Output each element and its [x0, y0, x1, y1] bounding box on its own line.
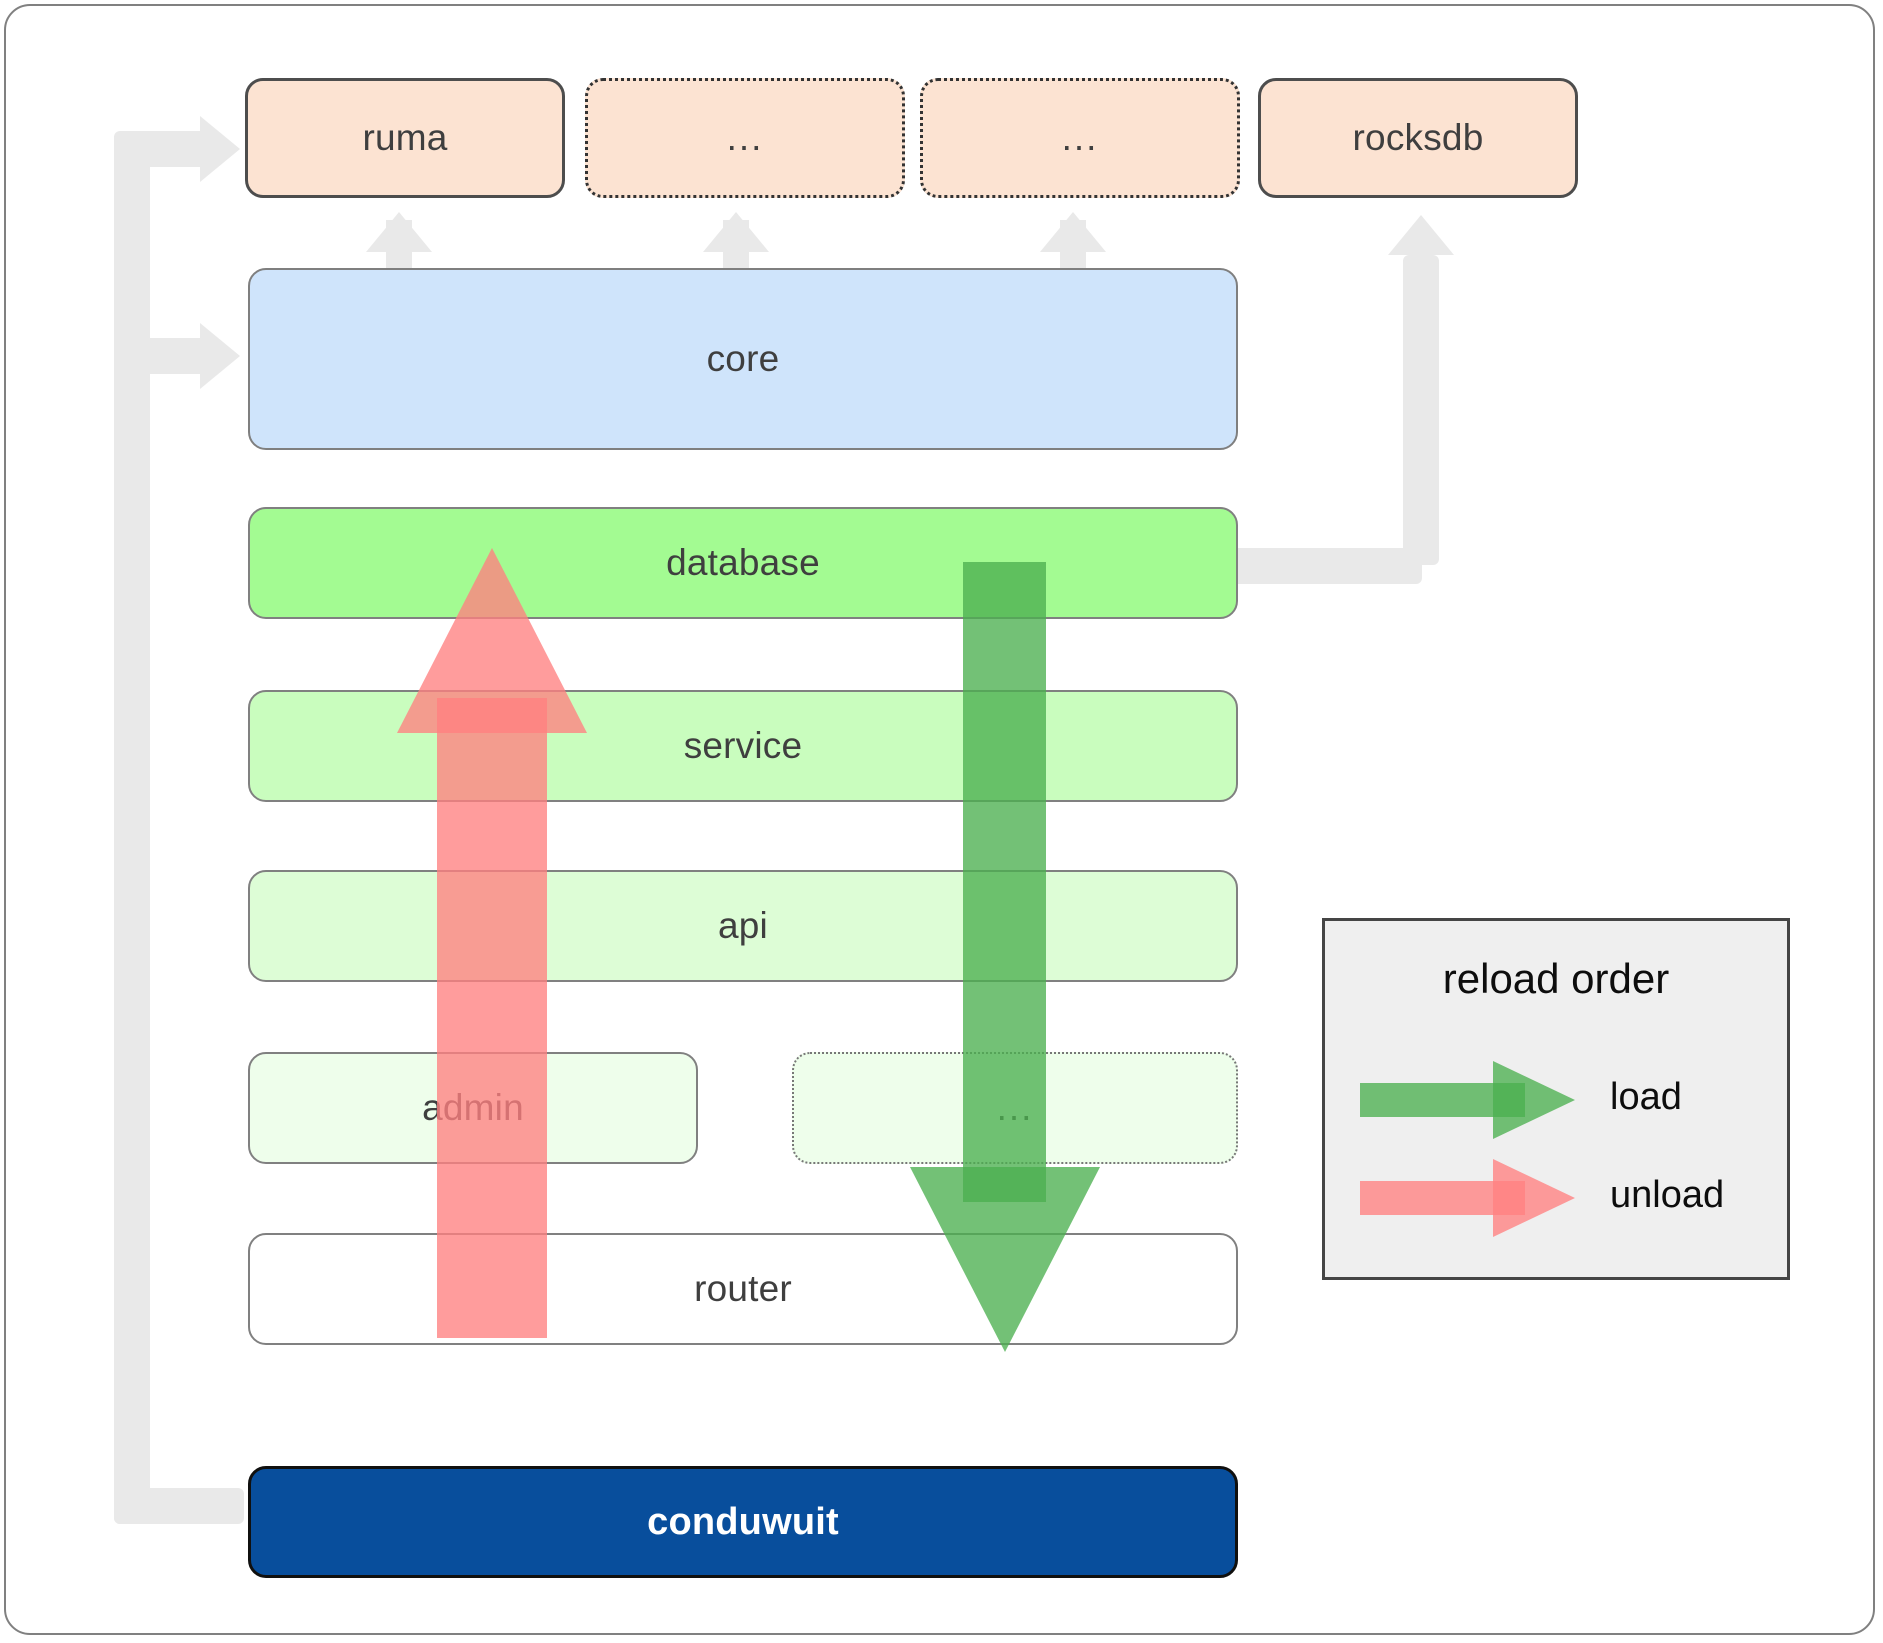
node-dependency-placeholder-1[interactable]: ... [585, 78, 905, 198]
node-ruma-label: ruma [362, 117, 448, 158]
flow-arrow-load [905, 562, 1105, 1352]
node-api[interactable]: api [248, 870, 1238, 982]
node-dependency-placeholder-2[interactable]: ... [920, 78, 1240, 198]
legend-title: reload order [1442, 955, 1670, 1002]
node-api-label: api [718, 905, 768, 946]
node-router[interactable]: router [248, 1233, 1238, 1345]
node-dependency-placeholder-1-label: ... [726, 116, 764, 158]
connector-root-to-spine [114, 1488, 244, 1524]
connector-spine-to-core [132, 338, 210, 374]
node-core[interactable]: core [248, 268, 1238, 450]
node-conduwuit-label: conduwuit [647, 1500, 839, 1543]
node-router-label: router [694, 1268, 792, 1309]
legend-unload-arrow [1360, 1159, 1575, 1237]
node-dependency-placeholder-2-label: ... [1061, 116, 1099, 158]
connector-arrow-core [200, 323, 240, 389]
node-core-label: core [706, 338, 780, 379]
legend-load-arrow [1360, 1061, 1575, 1139]
node-conduwuit[interactable]: conduwuit [248, 1466, 1238, 1578]
node-database-label: database [666, 542, 820, 583]
connector-spine-to-ruma [132, 131, 210, 167]
connector-arrow-core-dots2 [1040, 212, 1106, 252]
legend-unload-label: unload [1610, 1174, 1725, 1216]
connector-database-to-rocksdb-v [1403, 255, 1439, 565]
connector-arrow-core-ruma [366, 212, 432, 252]
node-rocksdb[interactable]: rocksdb [1258, 78, 1578, 198]
legend-reload-order: reload order load unload [1322, 918, 1790, 1280]
connector-arrow-ruma [200, 116, 240, 182]
legend-load-label: load [1610, 1076, 1682, 1118]
node-database[interactable]: database [248, 507, 1238, 619]
node-rocksdb-label: rocksdb [1352, 117, 1484, 158]
connector-arrow-rocksdb [1388, 215, 1454, 255]
connector-arrow-core-dots1 [703, 212, 769, 252]
flow-arrow-unload [392, 548, 592, 1338]
node-service-label: service [683, 725, 803, 766]
node-ruma[interactable]: ruma [245, 78, 565, 198]
connector-database-to-rocksdb-h [1232, 548, 1422, 584]
